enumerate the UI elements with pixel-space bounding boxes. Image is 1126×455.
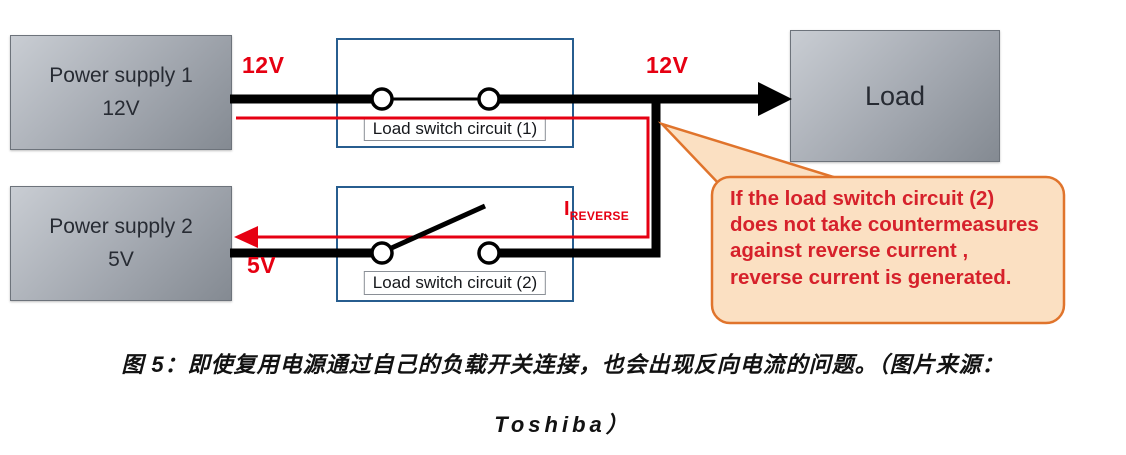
callout-bubble xyxy=(710,175,1066,325)
caption-line1: 图 5：即使复用电源通过自己的负载开关连接，也会出现反向电流的问题。（图片来源： xyxy=(121,352,1005,377)
label-i-reverse: IREVERSE xyxy=(564,198,629,223)
label-12v-bus: 12V xyxy=(646,52,689,78)
power-supply-1-label: Power supply 1 xyxy=(49,64,193,87)
switch2-right-terminal-icon xyxy=(477,241,501,265)
i-reverse-subscript: REVERSE xyxy=(569,209,630,223)
switch1-left-terminal-icon xyxy=(370,87,394,111)
label-12v-source: 12V xyxy=(242,52,285,78)
power-supply-2-box: Power supply 2 5V xyxy=(10,186,232,301)
switch1-right-terminal-icon xyxy=(477,87,501,111)
callout-text: If the load switch circuit (2) does not … xyxy=(730,187,1039,289)
load-label: Load xyxy=(864,80,926,111)
power-supply-2-voltage: 5V xyxy=(108,248,134,271)
circuit-wiring-layer xyxy=(230,82,1066,325)
label-5v-source: 5V xyxy=(247,252,277,278)
power-supply-1-voltage: 12V xyxy=(102,97,140,120)
caption-line2: Toshiba） xyxy=(494,412,632,437)
load-arrowhead-icon xyxy=(758,82,792,116)
switch2-open-lever-icon xyxy=(385,203,487,253)
load-box: Load xyxy=(790,30,1000,162)
i-reverse-symbol: I xyxy=(564,198,570,220)
wire-switch2-to-bus xyxy=(489,95,661,258)
load-switch-circuit-2-label: Load switch circuit (2) xyxy=(363,271,547,295)
power-supply-2-label: Power supply 2 xyxy=(49,215,193,238)
switch2-left-terminal-icon xyxy=(370,241,394,265)
reverse-current-path xyxy=(236,116,650,239)
figure-caption: 图 5：即使复用电源通过自己的负载开关连接，也会出现反向电流的问题。（图片来源：… xyxy=(0,347,1126,439)
reverse-current-arrowhead-icon xyxy=(234,226,258,248)
power-supply-1-box: Power supply 1 12V xyxy=(10,35,232,150)
